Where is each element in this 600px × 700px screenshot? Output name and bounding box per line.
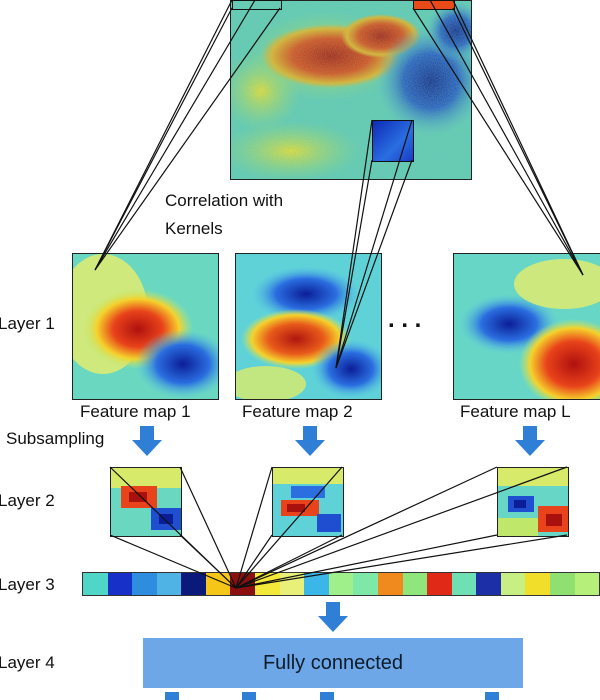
feature-map-1-label: Feature map 1: [80, 402, 191, 421]
vector-cell: [205, 573, 231, 595]
arrow-out-1: [165, 692, 179, 700]
layer2-label: Layer 2: [0, 491, 55, 510]
feature-map-2-label: Feature map 2: [242, 402, 353, 421]
arrow-out-4: [485, 692, 499, 700]
input-image: [230, 0, 472, 180]
subsampled-map-2: [272, 467, 344, 537]
vector-cell: [451, 573, 477, 595]
feature-map-L: [453, 253, 600, 400]
vector-cell: [574, 573, 600, 595]
vector-cell: [476, 573, 501, 595]
arrow-fmL: [515, 426, 545, 456]
vector-cell: [255, 573, 280, 595]
feature-map-L-heatmap: [454, 254, 600, 399]
correlation-label-line1: Correlation with: [165, 191, 284, 210]
fully-connected-label: Fully connected: [262, 651, 404, 674]
input-image-heatmap: [231, 1, 471, 179]
feature-map-2-heatmap: [236, 254, 381, 399]
feature-map-1-heatmap: [73, 254, 218, 399]
vector-cell: [279, 573, 305, 595]
arrow-layer3: [318, 602, 348, 632]
ellipsis: . . .: [388, 306, 422, 333]
arrow-out-2: [242, 692, 256, 700]
kernel-patch-right: [413, 0, 455, 10]
kernel-patch-left: [232, 0, 282, 10]
vector-cell: [156, 573, 182, 595]
arrow-fm2: [295, 426, 325, 456]
vector-cell: [181, 573, 206, 595]
feature-map-1: [72, 253, 219, 400]
vector-cell: [304, 573, 329, 595]
vector-cell: [427, 573, 452, 595]
subsampled-map-L: [497, 467, 569, 537]
subsampled-map-L-heatmap: [498, 468, 568, 536]
vector-cell: [230, 573, 256, 595]
vector-cell: [83, 573, 108, 595]
vector-cell: [353, 573, 378, 595]
subsampling-label: Subsampling: [6, 429, 105, 448]
vector-cell: [377, 573, 403, 595]
vector-cell: [328, 573, 354, 595]
vector-cell: [525, 573, 550, 595]
subsampled-map-2-heatmap: [273, 468, 343, 536]
subsampled-map-1: [110, 467, 182, 537]
fully-connected-box: Fully connected: [143, 638, 523, 688]
arrow-out-3: [320, 692, 334, 700]
vector-cell: [402, 573, 428, 595]
feature-map-2: [235, 253, 382, 400]
vector-cell: [107, 573, 133, 595]
subsampled-map-1-heatmap: [111, 468, 181, 536]
correlation-label-line2: Kernels: [165, 219, 223, 238]
feature-map-L-label: Feature map L: [460, 402, 571, 421]
layer3-label: Layer 3: [0, 575, 55, 594]
vector-cell: [500, 573, 526, 595]
arrow-fm1: [132, 426, 162, 456]
layer3-vector: [82, 572, 600, 596]
layer1-label: Layer 1: [0, 314, 55, 333]
layer4-label: Layer 4: [0, 653, 55, 672]
vector-cell: [132, 573, 157, 595]
kernel-patch-center: [372, 120, 414, 162]
vector-cell: [549, 573, 575, 595]
